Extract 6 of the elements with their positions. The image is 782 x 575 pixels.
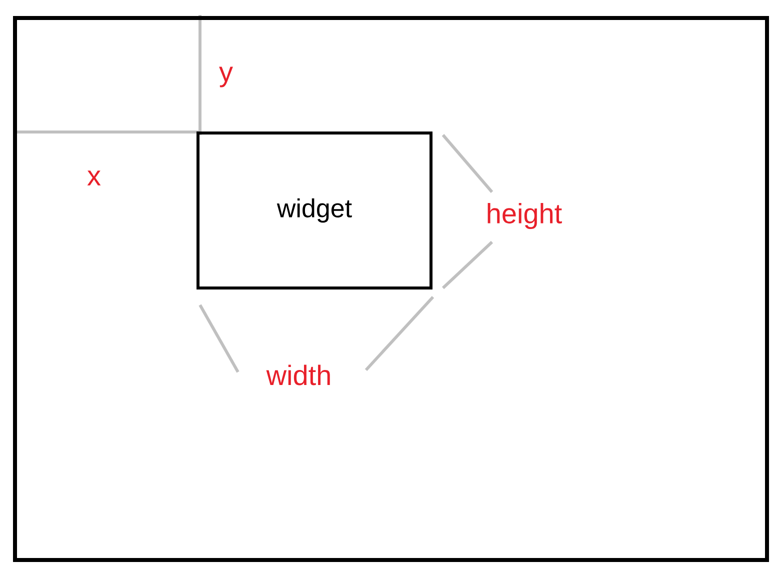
window-frame — [13, 16, 769, 562]
dimension-label: height — [488, 202, 562, 230]
widget-box: widget — [196, 132, 432, 290]
dimension-label: y — [219, 66, 233, 88]
dimension-label: x — [87, 170, 101, 186]
dimension-label: width — [266, 364, 330, 386]
